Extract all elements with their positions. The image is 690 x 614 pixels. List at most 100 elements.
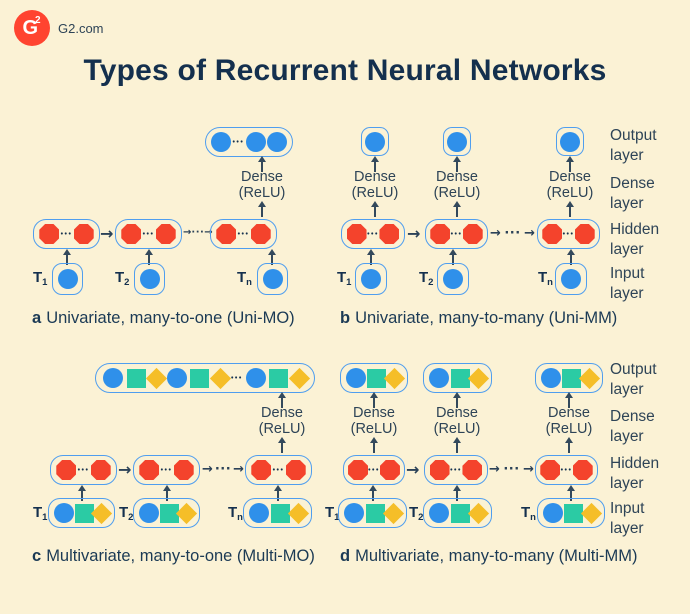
- ellipsis-dots: •••: [160, 466, 173, 474]
- up-arrow-icon: [366, 249, 375, 265]
- circle-shape: [103, 368, 124, 388]
- diamond-shape: [578, 367, 601, 389]
- dense-relu-label: Dense(ReLU): [545, 405, 593, 437]
- right-arrow-icon: →: [406, 460, 420, 479]
- up-arrow-icon: [452, 437, 461, 453]
- octagon-shape: [285, 460, 306, 480]
- hidden-layer-box: •••: [537, 219, 600, 249]
- input-layer-box: [555, 263, 587, 295]
- octagon-shape: [462, 224, 483, 244]
- octagon-shape: [216, 224, 237, 244]
- circle-shape: [447, 131, 467, 152]
- octagon-shape: [348, 460, 369, 480]
- octagon-shape: [379, 460, 400, 480]
- circle-shape: [561, 269, 581, 289]
- hidden-layer-box: •••: [343, 455, 405, 485]
- up-arrow-icon: [452, 485, 461, 501]
- up-arrow-icon: [369, 437, 378, 453]
- up-arrow-icon: [368, 485, 377, 501]
- hidden-layer-box: •••: [425, 219, 488, 249]
- square-shape: [365, 503, 385, 523]
- square-shape: [270, 503, 290, 523]
- hidden-layer-box: •••: [245, 455, 312, 485]
- ellipsis-dots: •••: [450, 230, 463, 238]
- octagon-shape: [90, 460, 111, 480]
- circle-shape: [344, 503, 365, 523]
- circle-shape: [560, 131, 580, 152]
- up-arrow-icon: [369, 392, 378, 408]
- up-arrow-icon: [452, 201, 461, 217]
- input-layer-box: [338, 498, 407, 528]
- output-layer-box: [423, 363, 492, 393]
- time-step-label-tn: Tn: [237, 269, 252, 288]
- circle-shape: [211, 132, 232, 152]
- diamond-shape: [467, 502, 489, 524]
- ellipsis-dots: •••: [368, 466, 380, 474]
- circle-shape: [245, 132, 266, 152]
- up-arrow-icon: [452, 156, 461, 172]
- octagon-shape: [346, 224, 367, 244]
- up-arrow-icon: [565, 201, 574, 217]
- up-arrow-icon: [273, 485, 282, 501]
- up-arrow-icon: [370, 156, 379, 172]
- circle-shape: [429, 503, 450, 523]
- up-arrow-icon: [257, 201, 266, 217]
- input-layer-box: [257, 263, 288, 295]
- octagon-shape: [540, 460, 561, 480]
- time-step-label-tn: Tn: [538, 269, 553, 288]
- circle-shape: [246, 368, 267, 388]
- up-arrow-icon: [370, 201, 379, 217]
- hidden-layer-box: •••: [115, 219, 182, 249]
- diamond-shape: [145, 367, 167, 389]
- up-arrow-icon: [77, 485, 86, 501]
- hidden-layer-box: •••: [33, 219, 100, 249]
- output-layer-box: [340, 363, 408, 393]
- circle-shape: [365, 131, 385, 152]
- up-arrow-icon: [257, 156, 266, 172]
- caption-text: Univariate, many-to-one (Uni-MO): [46, 309, 295, 327]
- diamond-shape: [580, 502, 603, 524]
- up-arrow-icon: [565, 156, 574, 172]
- page-title: Types of Recurrent Neural Networks: [83, 54, 607, 87]
- square-shape: [269, 368, 289, 388]
- octagon-shape: [430, 224, 451, 244]
- up-arrow-icon: [566, 249, 575, 265]
- octagon-shape: [155, 224, 176, 244]
- ellipsis-dots: •••: [142, 230, 155, 238]
- octagon-shape: [379, 224, 400, 244]
- square-shape: [562, 368, 581, 388]
- ellipsis-dots: ···: [191, 227, 205, 238]
- circle-shape: [543, 503, 563, 523]
- octagon-shape: [173, 460, 194, 480]
- time-step-label-t2: T2: [419, 269, 434, 288]
- diamond-shape: [467, 367, 489, 389]
- square-shape: [450, 503, 470, 523]
- circle-shape: [139, 269, 160, 289]
- square-shape: [74, 503, 94, 523]
- square-shape: [367, 368, 386, 388]
- up-arrow-icon: [566, 485, 575, 501]
- hidden-layer-box: •••: [424, 455, 488, 485]
- time-step-label-t1: T1: [33, 269, 48, 288]
- right-arrow-icon: →: [204, 227, 213, 238]
- dense-relu-label: Dense(ReLU): [350, 405, 398, 437]
- diamond-shape: [209, 367, 231, 389]
- input-layer-box: [133, 498, 200, 528]
- arrow-ellipsis-arrow-icon: →···→: [489, 462, 534, 477]
- time-step-label-t1: T1: [337, 269, 352, 288]
- diamond-shape: [288, 367, 310, 389]
- ellipsis-dots: •••: [562, 230, 575, 238]
- hidden-layer-box: •••: [341, 219, 405, 249]
- octagon-shape: [250, 224, 271, 244]
- time-step-label-t1: T1: [325, 504, 340, 523]
- g2-logo: G 2: [14, 10, 50, 46]
- diamond-shape: [383, 367, 406, 389]
- time-step-label-t2: T2: [115, 269, 130, 288]
- arrow-ellipsis-arrow-icon: → ··· →: [183, 227, 213, 238]
